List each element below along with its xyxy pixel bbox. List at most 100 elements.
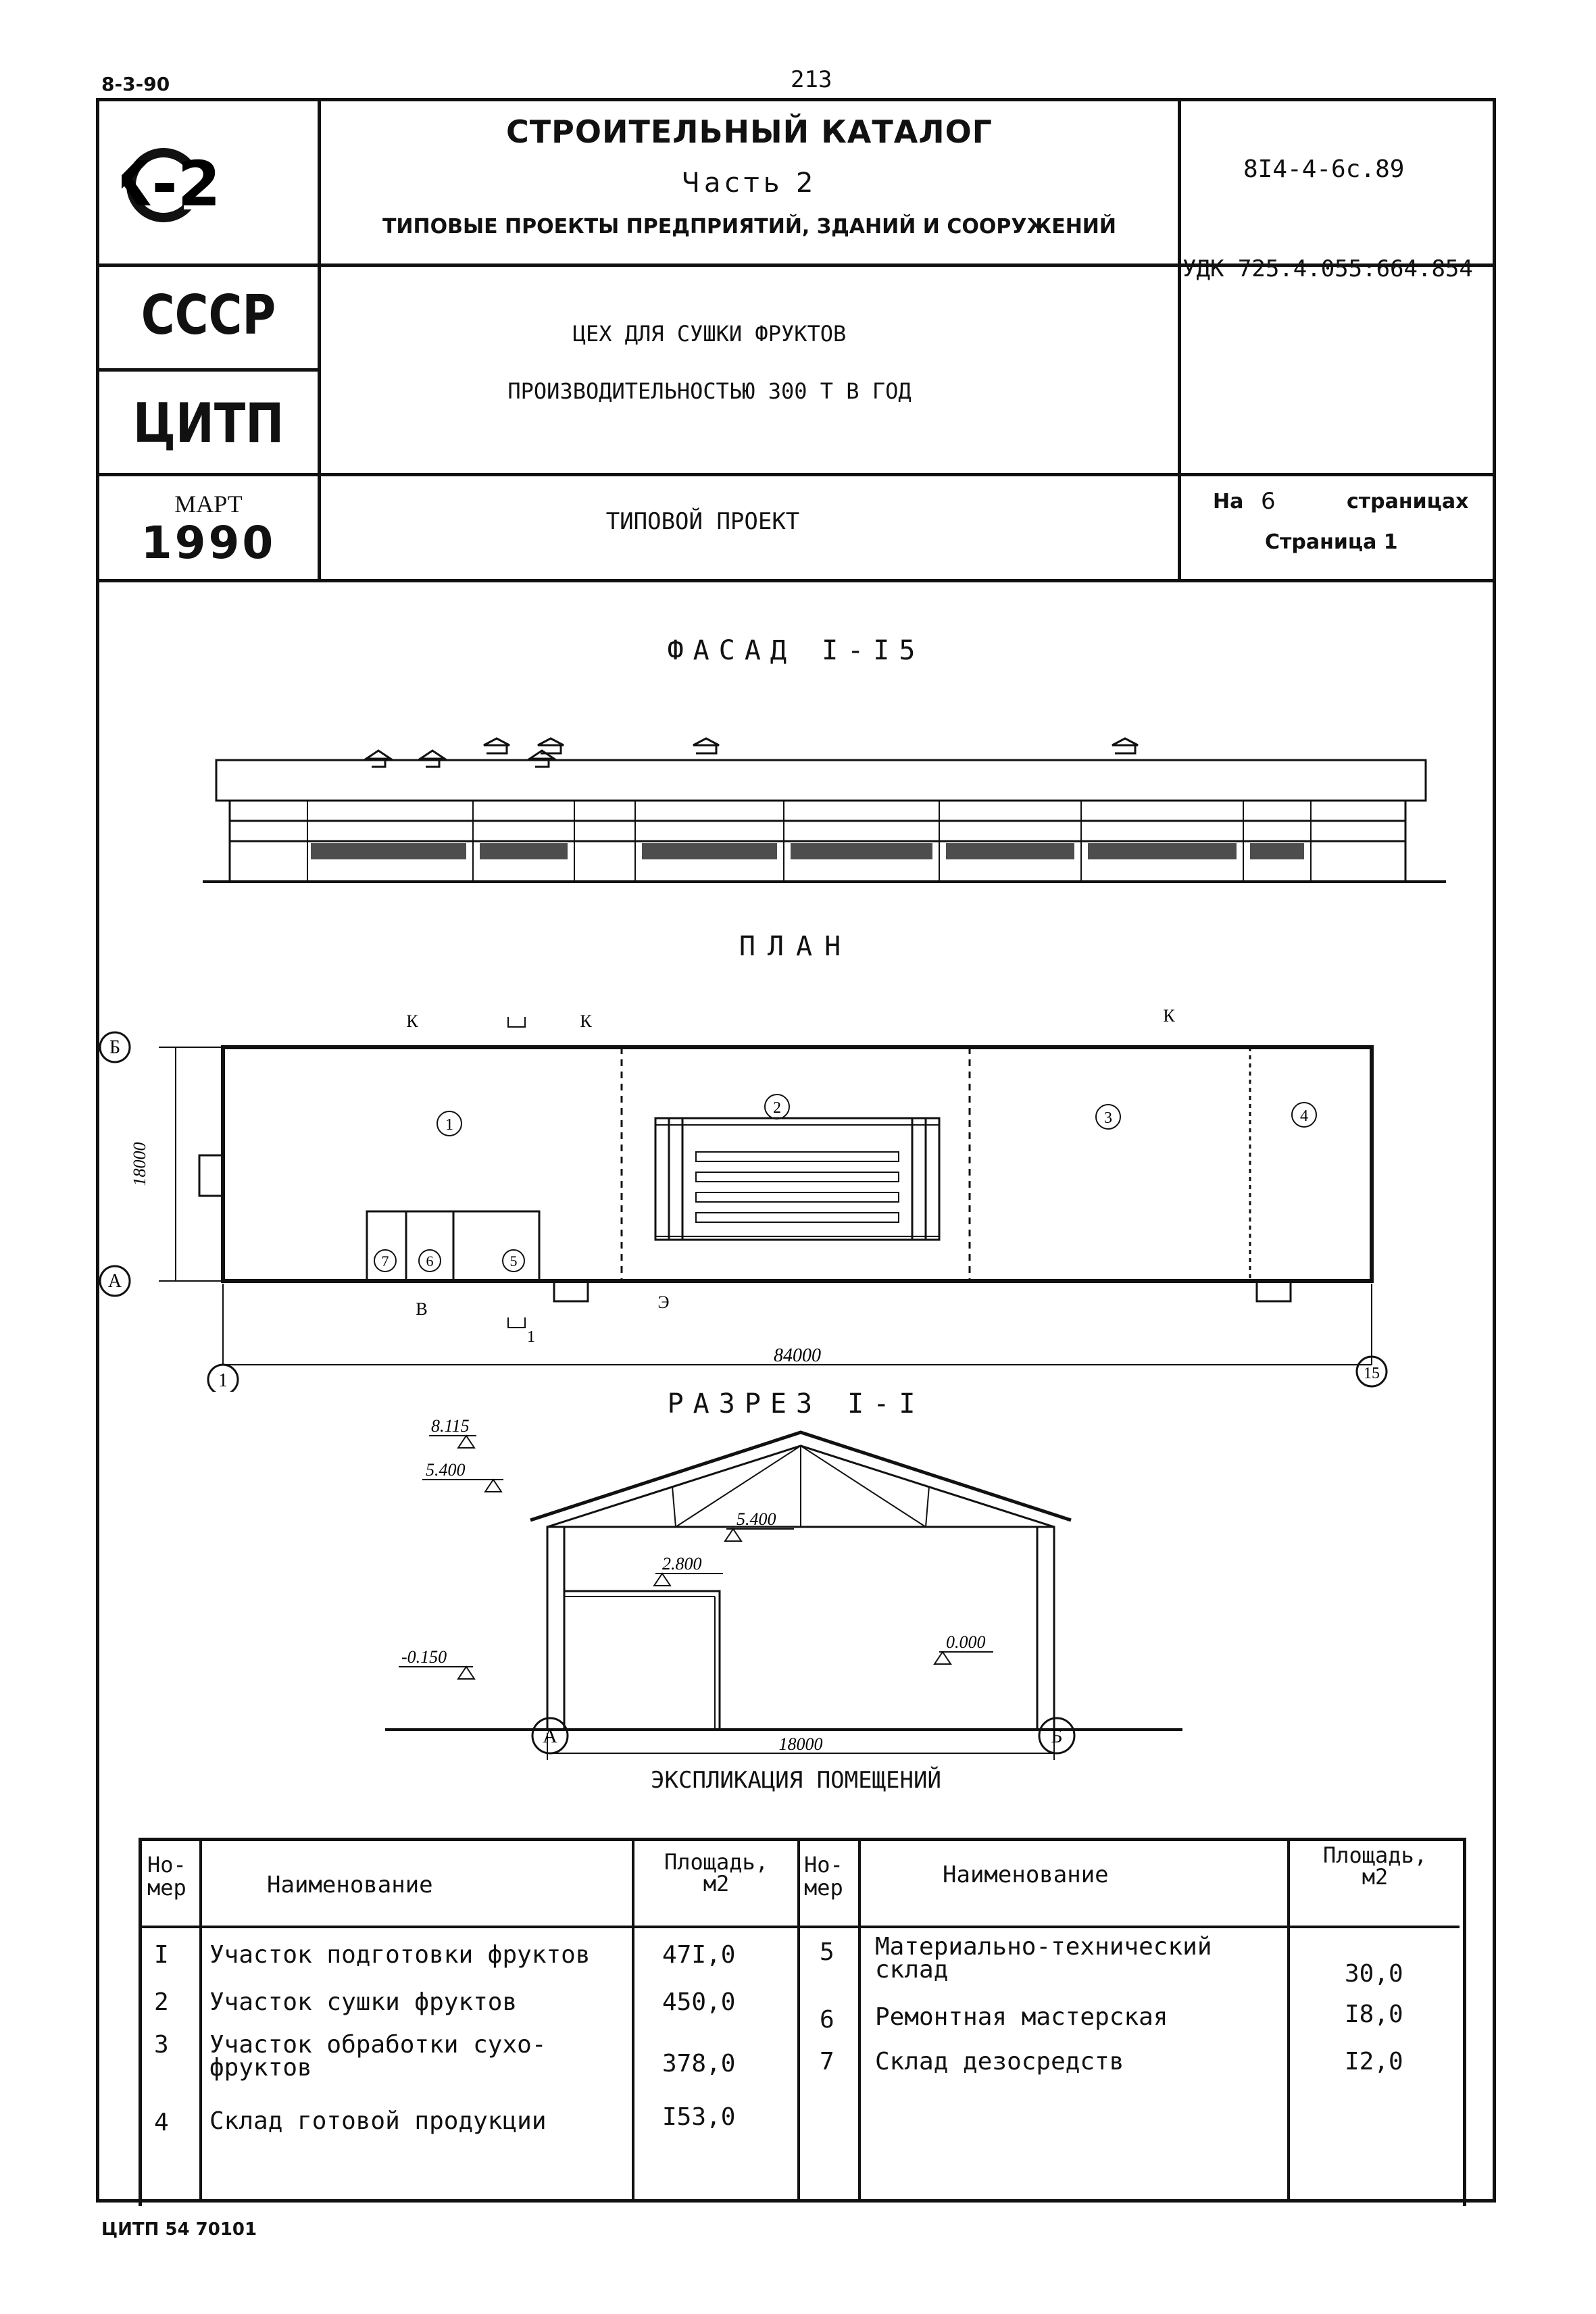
row-num: 5 (820, 1938, 834, 1966)
page-label: Страница 1 (1265, 530, 1398, 554)
explication-title: ЭКСПЛИКАЦИЯ ПОМЕЩЕНИЙ (651, 1767, 941, 1794)
col-num-header-right: Но-мер (804, 1852, 843, 1901)
col-line (797, 1841, 800, 2203)
row-num: 4 (154, 2109, 169, 2136)
plan-axis-1: 1 (218, 1370, 228, 1391)
header-row1-line (96, 263, 1496, 267)
entry-k-1: К (406, 1011, 418, 1031)
row-num: 3 (154, 2031, 169, 2059)
col-num-header: Но-мер (147, 1852, 186, 1901)
page-frame (96, 98, 1496, 2203)
row-num: 7 (820, 2048, 834, 2076)
plan-axis-b: Б (109, 1037, 120, 1058)
facade-title: ФАСАД I-I5 (667, 635, 925, 666)
catalog-part: Часть 2 (681, 168, 818, 199)
room-5-label: 5 (510, 1253, 518, 1269)
issue-year: 1990 (141, 517, 276, 569)
catalog-subtitle: ТИПОВЫЕ ПРОЕКТЫ ПРЕДПРИЯТИЙ, ЗДАНИЙ И СО… (382, 215, 1117, 238)
explication-table: Но-мер Наименование Площадь,м2 Но-мер На… (139, 1838, 1466, 2206)
col-line (858, 1841, 861, 2203)
pages-count: 6 (1261, 488, 1276, 515)
row-name: Склад готовой продукции (209, 2107, 547, 2135)
row-area: 450,0 (662, 1988, 736, 2016)
udk-code: УДК 725.4.055:664.854 (1182, 255, 1473, 282)
issue-month: МАРТ (174, 491, 243, 518)
level-eave-inner: 5.400 (737, 1509, 776, 1529)
row-num: 2 (154, 1988, 169, 2016)
row-num: I (154, 1941, 169, 1969)
plan-title: ПЛАН (739, 931, 853, 962)
header-bottom-line (96, 579, 1496, 582)
entry-v: В (416, 1299, 427, 1319)
row-name: Ремонтная мастерская (875, 2003, 1168, 2031)
entry-k-3: К (1163, 1006, 1175, 1026)
col-name-header: Наименование (267, 1871, 433, 1898)
col-name-header-right: Наименование (943, 1861, 1109, 1888)
col-area-header: Площадь,м2 (664, 1849, 769, 1896)
row-area: I53,0 (662, 2103, 736, 2131)
ck-logo-icon: К-2 (101, 148, 221, 222)
room-2-label: 2 (773, 1099, 781, 1117)
col-area-header-right: Площадь,м2 (1322, 1842, 1428, 1890)
col-line (1287, 1841, 1290, 2203)
section-axis-b-circle: Б (1038, 1717, 1076, 1755)
pages-word: страницах (1347, 490, 1469, 513)
row-name: Участок сушки фруктов (209, 1988, 518, 2016)
catalog-logo: К-2 (101, 135, 297, 236)
section-title: РАЗРЕЗ I-I (667, 1388, 925, 1419)
doc-code: 8I4-4-6с.89 (1243, 155, 1405, 183)
room-6-label: 6 (426, 1253, 434, 1269)
level-eave: 5.400 (426, 1460, 466, 1480)
section-mark-bottom: 1 (527, 1328, 535, 1346)
row-area: 30,0 (1345, 1960, 1403, 1988)
plan-drawing: Б А 1 15 84000 1 2 3 4 5 6 7 К К К В Э 1… (99, 1006, 1388, 1392)
row-area: I8,0 (1345, 2001, 1403, 2028)
header-left-split (96, 368, 319, 372)
row-name: Материально-технический (875, 1933, 1212, 1961)
page-number: 213 (791, 66, 832, 93)
row-name-cont: склад (875, 1956, 949, 1984)
row-name: Участок обработки сухо- (209, 2031, 547, 2059)
header-row2-line (96, 473, 1496, 476)
room-7-label: 7 (382, 1253, 389, 1269)
plan-length-dim: 84000 (774, 1345, 821, 1366)
org-label: ЦИТП (132, 392, 284, 455)
section-axis-b: Б (1051, 1725, 1062, 1747)
section-axis-a: А (543, 1725, 557, 1747)
room-4-label: 4 (1300, 1107, 1308, 1125)
project-title-line1: ЦЕХ ДЛЯ СУШКИ ФРУКТОВ (572, 321, 847, 347)
header-row-line (142, 1926, 1460, 1928)
section-drawing: 8.115 5.400 -0.150 2.800 5.400 0.000 180… (385, 1416, 1182, 1760)
plan-axis-15: 15 (1364, 1365, 1380, 1382)
header-divider-right (1178, 98, 1181, 581)
row-num: 6 (820, 2006, 834, 2034)
row-area: I2,0 (1345, 2048, 1403, 2076)
row-name-cont: фруктов (209, 2054, 312, 2082)
footer-code: ЦИТП 54 70101 (101, 2219, 257, 2240)
level-mid: 2.800 (662, 1554, 702, 1574)
col-line (199, 1841, 202, 2203)
row-name: Склад дезосредств (875, 2048, 1124, 2076)
room-1-label: 1 (445, 1116, 453, 1134)
level-top: 8.115 (431, 1416, 470, 1436)
row-name: Участок подготовки фруктов (209, 1941, 591, 1969)
entry-e: Э (657, 1292, 669, 1312)
project-title-line2: ПРОИЗВОДИТЕЛЬНОСТЬЮ 300 Т В ГОД (507, 378, 912, 404)
level-floor: 0.000 (946, 1632, 986, 1652)
plan-width-dim: 18000 (130, 1142, 149, 1186)
plan-axis-a: А (108, 1271, 122, 1292)
row-area: 378,0 (662, 2050, 736, 2078)
section-span-dim: 18000 (779, 1734, 823, 1754)
catalog-title: СТРОИТЕЛЬНЫЙ КАТАЛОГ (506, 114, 993, 150)
logo-letters: К-2 (122, 148, 221, 220)
header-divider-left (318, 98, 321, 581)
row-area: 47I,0 (662, 1941, 736, 1969)
facade-drawing (203, 737, 1446, 883)
level-ground: -0.150 (401, 1647, 447, 1667)
entry-k-2: К (580, 1011, 592, 1031)
pages-prefix: На (1213, 490, 1244, 513)
section-axis-a-circle: А (531, 1717, 569, 1755)
room-3-label: 3 (1104, 1109, 1112, 1127)
country-label: СССР (141, 284, 276, 347)
doc-date-code: 8-3-90 (101, 73, 170, 95)
